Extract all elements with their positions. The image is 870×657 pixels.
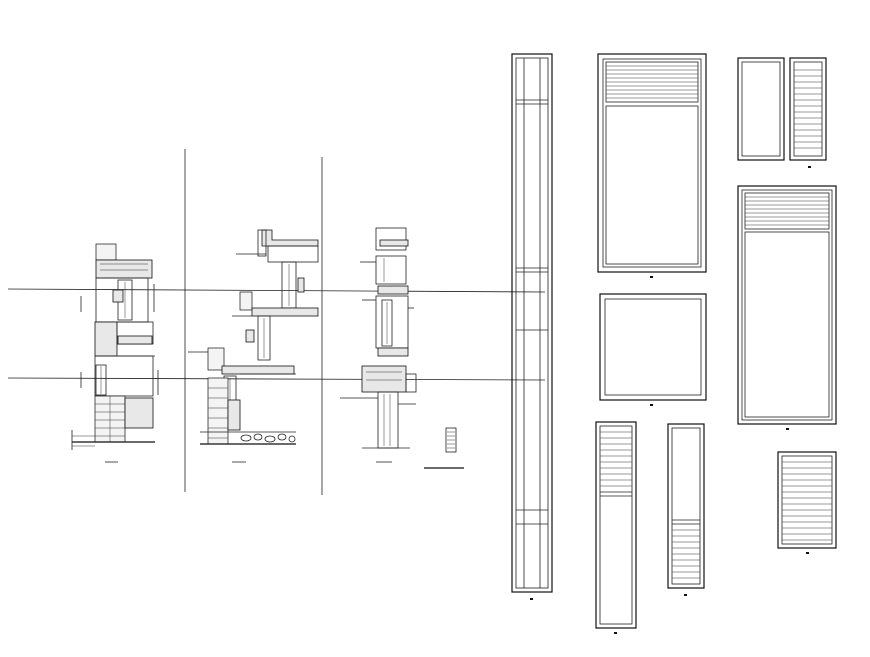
window-with-louver-transom	[597, 53, 707, 273]
tall-narrow-frame	[511, 53, 553, 593]
louvered-panel-small	[777, 451, 837, 549]
wall-section-1	[71, 243, 159, 463]
wall-section-3	[340, 227, 464, 469]
elevation-markers	[530, 166, 811, 634]
fixed-panel-window	[599, 293, 707, 401]
wall-section-2	[188, 229, 319, 463]
narrow-glass-door	[737, 57, 785, 161]
reference-line-upper	[7, 288, 546, 293]
reference-line-lower	[7, 377, 546, 381]
louvered-panel-right	[667, 423, 705, 589]
louvered-panel-left	[595, 421, 637, 629]
narrow-louvered-door	[789, 57, 827, 161]
door-with-louver-transom	[737, 185, 837, 425]
